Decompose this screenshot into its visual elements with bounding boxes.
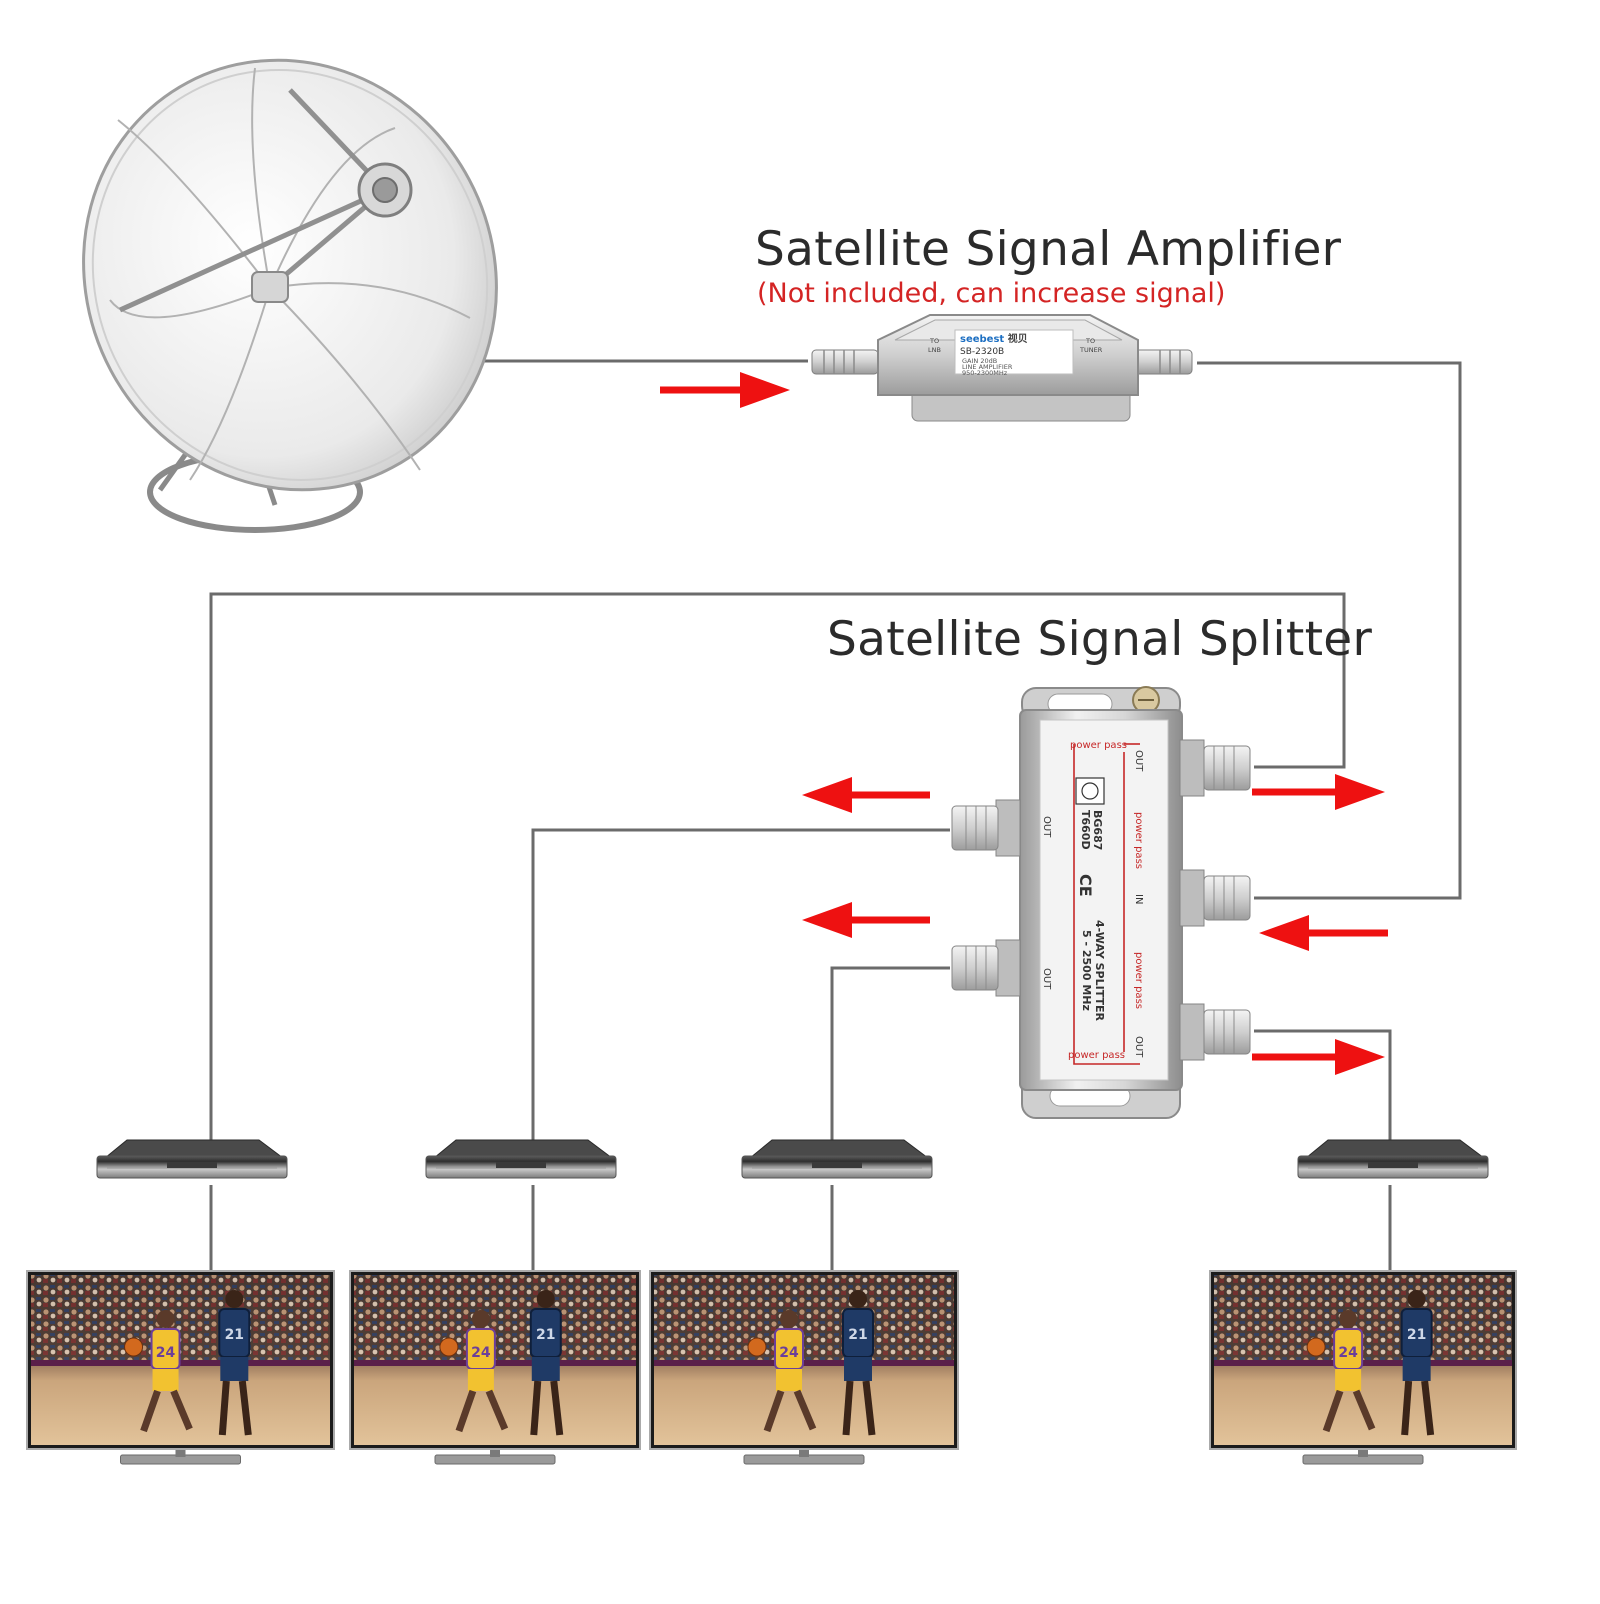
splitter-power-pass-bottom: power pass (1068, 1050, 1125, 1061)
cable-out4-to-receiver4 (1254, 1029, 1392, 1147)
television-icon: 24 21 (1209, 1270, 1517, 1465)
splitter-power-pass-mid-2: power pass (1133, 952, 1144, 1009)
splitter-title: Satellite Signal Splitter (827, 612, 1373, 667)
tv-jersey-number: 24 (156, 1345, 176, 1361)
amplifier-brand: seebest (960, 334, 1004, 345)
splitter-model-1: BG687 (1091, 810, 1104, 850)
splitter-port-in (1179, 869, 1251, 927)
tv-jersey-number: 21 (536, 1327, 555, 1343)
amplifier-device: seebest 视贝 SB-2320B GAIN 20dB LINE AMPLI… (811, 314, 1193, 422)
tv-jersey-number: 24 (471, 1345, 491, 1361)
splitter-type-label: 4-WAY SPLITTER (1093, 920, 1106, 1021)
arrow-out1-right (1252, 774, 1385, 810)
receiver-box-icon (425, 1139, 617, 1179)
arrow-out4-right (1252, 1039, 1385, 1075)
splitter-power-pass-mid-1: power pass (1133, 812, 1144, 869)
splitter-out-label-3: OUT (1041, 968, 1052, 990)
tv-jersey-number: 21 (225, 1327, 244, 1343)
amplifier-spec-2: LINE AMPLIFIER (962, 363, 1013, 371)
amplifier-spec-1: GAIN 20dB (962, 357, 997, 365)
tv-jersey-number: 21 (1407, 1327, 1426, 1343)
svg-text:seebest 视贝: seebest 视贝 (960, 332, 1028, 345)
tv-jersey-number: 24 (779, 1345, 799, 1361)
signal-arrows (660, 372, 1388, 1075)
arrow-dish-to-amplifier (660, 372, 790, 408)
splitter-in-label: IN (1133, 894, 1144, 904)
cable-amplifier-to-splitter-in (1197, 361, 1462, 900)
amplifier-spec-3: 950-2300MHz (962, 369, 1008, 377)
television-icon: 24 21 (349, 1270, 641, 1465)
cable-out2-to-receiver2 (531, 828, 950, 1147)
splitter-power-pass-top: power pass (1070, 740, 1127, 751)
amplifier-brand-suffix: 视贝 (1008, 332, 1028, 345)
receiver-box-icon (1297, 1139, 1489, 1179)
cable-network (209, 359, 1462, 1271)
amplifier-right-label-2: TUNER (1079, 346, 1103, 354)
receiver-box-icon (741, 1139, 933, 1179)
arrow-out2-left (802, 777, 930, 813)
tv-jersey-number: 21 (848, 1327, 867, 1343)
splitter-port-out-1 (1179, 739, 1251, 797)
receiver-box-icon (96, 1139, 288, 1179)
amplifier-left-label-1: TO (929, 337, 939, 345)
television-row: 24 21 24 21 24 21 24 21 (26, 1270, 1517, 1465)
amplifier-right-label-1: TO (1085, 337, 1095, 345)
amplifier-left-label-2: LNB (928, 346, 941, 354)
splitter-model-2: T660D (1079, 810, 1092, 850)
television-icon: 24 21 (649, 1270, 959, 1465)
splitter-out-label-2: OUT (1041, 816, 1052, 838)
tv-jersey-number: 24 (1338, 1345, 1358, 1361)
splitter-freq-label: 5 - 2500 MHz (1080, 930, 1093, 1011)
cable-out3-to-receiver3 (830, 966, 950, 1147)
amplifier-title: Satellite Signal Amplifier (755, 222, 1342, 277)
splitter-port-out-2 (951, 799, 1021, 857)
satellite-dish-icon (82, 58, 498, 533)
splitter-out-label-4: OUT (1133, 1036, 1144, 1058)
splitter-port-out-3 (951, 939, 1021, 997)
arrow-out3-left (802, 902, 930, 938)
television-icon: 24 21 (26, 1270, 335, 1465)
splitter-device: power pass power pass power pass power p… (951, 686, 1251, 1119)
amplifier-model: SB-2320B (960, 347, 1004, 357)
arrow-input-left (1259, 915, 1388, 951)
receiver-row (96, 1139, 1489, 1179)
splitter-ce-mark: CE (1076, 874, 1095, 897)
splitter-out-label-1: OUT (1133, 750, 1144, 772)
cable-out1-to-receiver1 (209, 592, 1346, 1147)
amplifier-note: (Not included, can increase signal) (757, 278, 1226, 309)
splitter-port-out-4 (1179, 1003, 1251, 1061)
